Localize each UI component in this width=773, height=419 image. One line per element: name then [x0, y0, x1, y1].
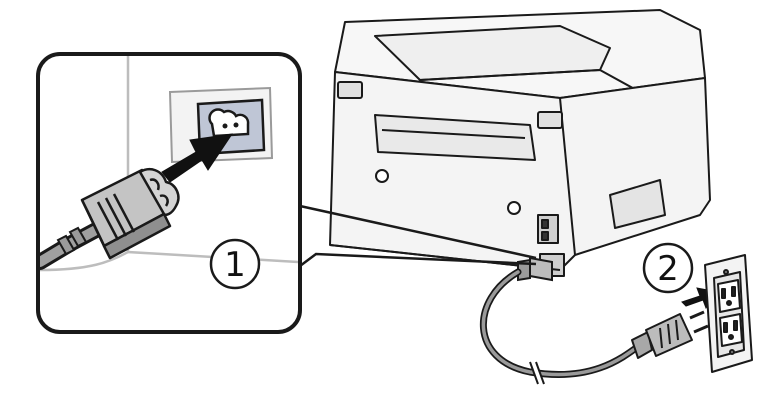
- zoom-inset: [36, 52, 302, 334]
- insert-arrow-icon: [161, 133, 234, 183]
- ac-inlet-icon: [208, 108, 250, 138]
- step-badge-1: 1: [209, 238, 261, 290]
- printer: [329, 9, 711, 277]
- step-badge-2: 2: [642, 242, 694, 294]
- printer-side-plug: [517, 256, 553, 282]
- step-number-1: 1: [224, 245, 246, 285]
- cord-break-mark: [529, 361, 545, 385]
- wall-outlet: [704, 254, 753, 373]
- printer-latch-right: [537, 111, 563, 129]
- printer-latch-left: [337, 81, 363, 99]
- inset-plug: [80, 168, 180, 260]
- printer-body: [329, 71, 711, 271]
- wall-plug: [631, 310, 709, 359]
- printer-adf-tray: [374, 25, 611, 81]
- step-number-2: 2: [657, 249, 679, 289]
- printer-rear-cover: [374, 114, 536, 161]
- callout-leader-lines: [299, 204, 537, 267]
